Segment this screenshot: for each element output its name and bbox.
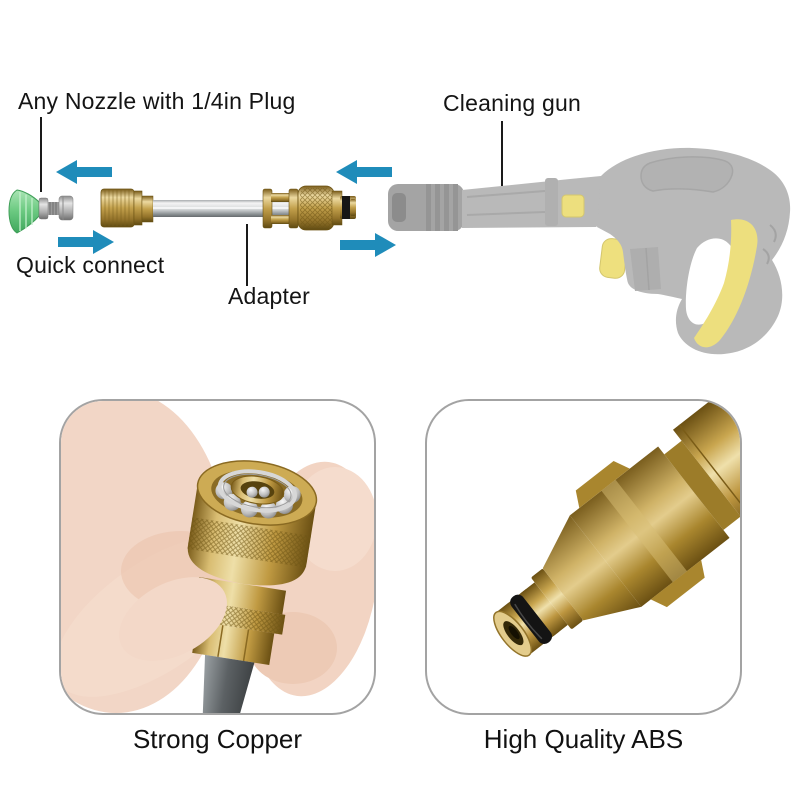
high-quality-abs-caption: High Quality ABS [483, 724, 684, 754]
quick-connect-coupler-icon [100, 188, 154, 228]
green-nozzle-icon [8, 189, 40, 234]
gun-lock-button-icon [561, 194, 585, 218]
adapter-closeup-photo [493, 401, 740, 657]
gun-grip-icon [694, 219, 758, 348]
strong-copper-panel [59, 399, 376, 715]
strong-copper-caption: Strong Copper [132, 724, 303, 754]
arrow-right-icon [340, 233, 396, 257]
abs-adapter-closeup-icon [493, 401, 740, 657]
cleaning-gun-label: Cleaning gun [443, 90, 581, 116]
adapter-label: Adapter [228, 283, 310, 309]
hand-holding-coupler-photo [61, 401, 374, 713]
o-ring-icon [342, 196, 350, 219]
arrow-left-icon [336, 160, 392, 184]
high-quality-abs-panel [425, 399, 742, 715]
o-ring-icon [510, 594, 553, 644]
arrow-left-icon [56, 160, 112, 184]
quick-connect-label: Quick connect [16, 252, 165, 278]
nozzle-label: Any Nozzle with 1/4in Plug [18, 88, 296, 114]
nozzle-plug-icon [38, 195, 74, 221]
cleaning-gun-icon [388, 147, 791, 355]
thumb-icon [119, 577, 227, 661]
arrow-right-icon [58, 230, 114, 254]
bayonet-adapter-icon [262, 185, 356, 231]
assembly-diagram [8, 117, 791, 355]
